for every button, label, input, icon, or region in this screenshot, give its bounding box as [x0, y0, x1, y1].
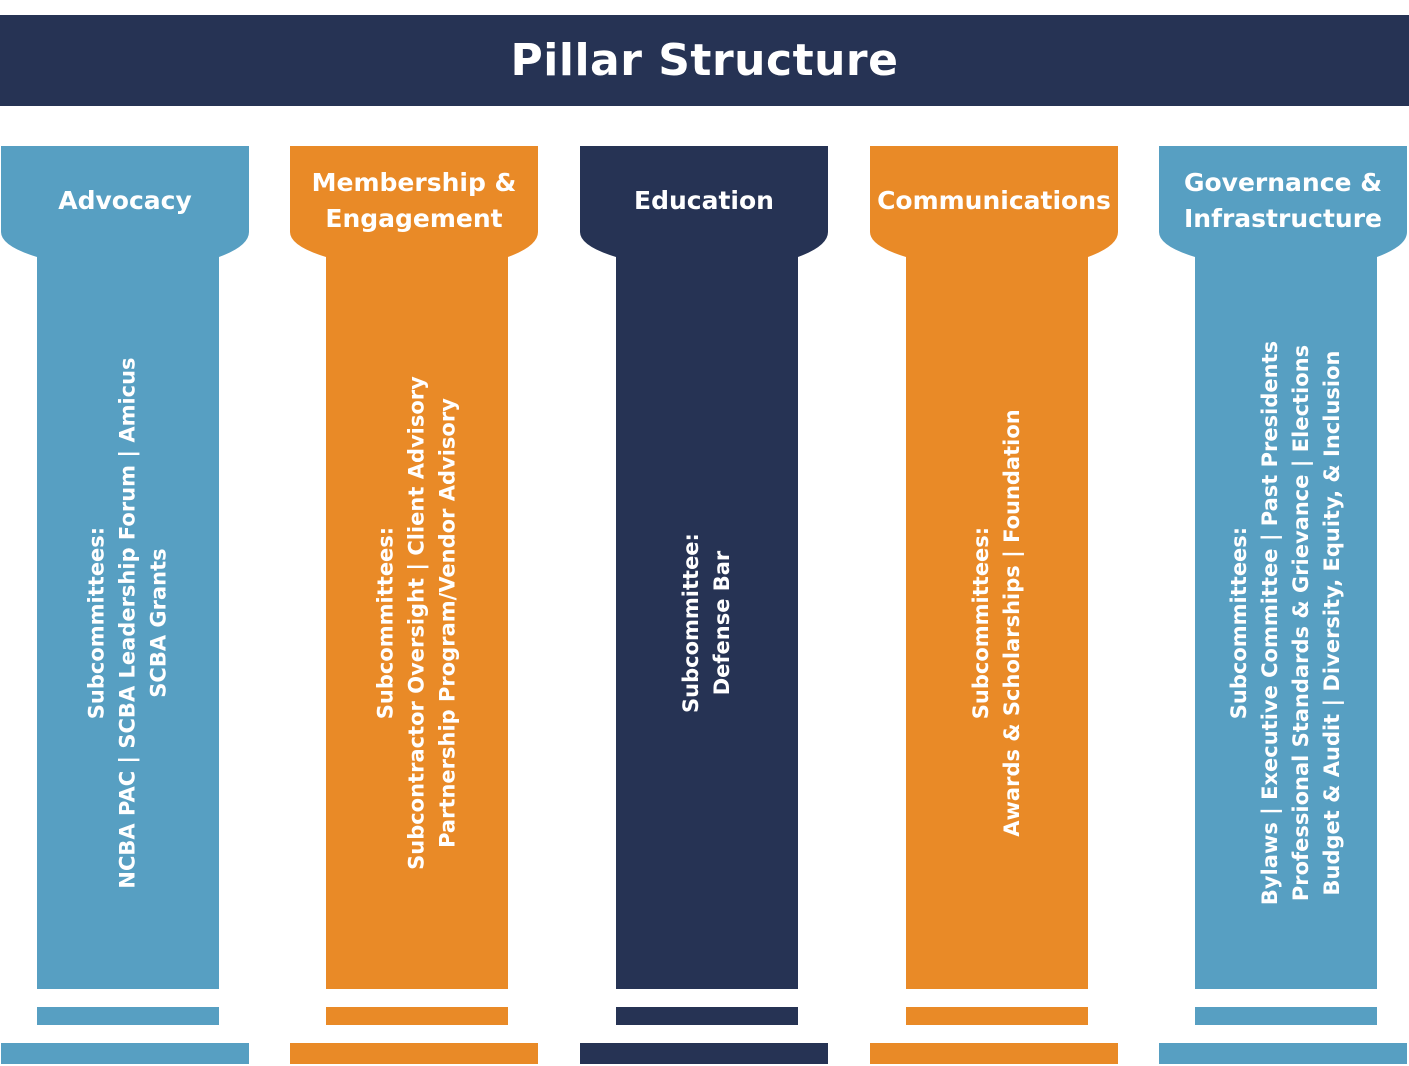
subcommittee-text: Subcommittee: Defense Bar [676, 323, 738, 923]
pillar-capital [1159, 146, 1407, 257]
pillar-base-lower [870, 1043, 1118, 1064]
pillar-base-lower [1159, 1043, 1407, 1064]
pillar-capital-shape [580, 146, 828, 257]
pillar-capital-shape [290, 146, 538, 257]
subcommittee-line: Partnership Program/Vendor Advisory [435, 397, 460, 848]
subcommittee-heading: Subcommittees: [84, 526, 109, 719]
pillar-capital-shape [1, 146, 249, 257]
pillar-capital [580, 146, 828, 257]
pillar-title: Communications [877, 186, 1111, 215]
pillar-title: Education [634, 186, 774, 215]
pillar-capital-shape [870, 146, 1118, 257]
pillar-shaft: Subcommittee: Defense Bar [616, 256, 798, 989]
pillar-shaft: Subcommittees: Awards & Scholarships | Fo… [906, 256, 1088, 989]
pillar-capital [870, 146, 1118, 257]
pillar-shaft: Subcommittees: Bylaws | Executive Committ… [1195, 256, 1377, 989]
pillar-capital [1, 146, 249, 257]
subcommittee-line: Bylaws | Executive Committee | Past Pres… [1258, 340, 1282, 905]
pillar-base-upper [326, 1007, 508, 1025]
subcommittee-heading: Subcommittees: [1227, 526, 1251, 719]
pillar-shaft: Subcommittees:Subcontractor Oversight | … [326, 256, 508, 989]
pillar-base-lower [290, 1043, 538, 1064]
pillar-base-upper [37, 1007, 219, 1025]
subcommittee-text: Subcommittees: Bylaws | Executive Committ… [1224, 323, 1348, 923]
pillar-base-lower [580, 1043, 828, 1064]
subcommittee-line: Budget & Audit | Diversity, Equity, & In… [1320, 350, 1344, 895]
subcommittee-line: Professional Standards & Grievance | Ele… [1289, 344, 1313, 901]
subcommittee-text: Subcommittees: Awards & Scholarships | Fo… [966, 323, 1028, 923]
pillar-base-upper [1195, 1007, 1377, 1025]
subcommittee-heading: Subcommittees: [969, 526, 993, 719]
subcommittee-heading: Subcommittee: [679, 532, 703, 713]
subcommittee-line: NCBA PAC | SCBA Leadership Forum | Amicu… [115, 356, 140, 889]
page-title: Pillar Structure [510, 35, 899, 86]
pillar-title: Membership & Engagement [311, 168, 517, 233]
pillar-base-lower [1, 1043, 249, 1064]
subcommittee-text: Subcommittees:NCBA PAC | SCBA Leadership… [82, 323, 175, 923]
pillar-base-upper [906, 1007, 1088, 1025]
subcommittee-text: Subcommittees:Subcontractor Oversight | … [371, 323, 464, 923]
subcommittee-heading: Subcommittees: [373, 526, 398, 719]
pillar-title: Governance & Infrastructure [1183, 168, 1383, 233]
pillar-shaft: Subcommittees:NCBA PAC | SCBA Leadership… [37, 256, 219, 989]
pillar-title: Advocacy [58, 186, 192, 215]
subcommittee-line: Awards & Scholarships | Foundation [1000, 408, 1024, 837]
pillar-base-upper [616, 1007, 798, 1025]
subcommittee-line: SCBA Grants [146, 547, 171, 698]
subcommittee-line: Subcontractor Oversight | Client Advisor… [404, 375, 429, 870]
pillar-capital [290, 146, 538, 257]
title-banner: Pillar Structure [0, 15, 1409, 106]
subcommittee-line: Defense Bar [710, 550, 734, 695]
pillar-capital-shape [1159, 146, 1407, 257]
